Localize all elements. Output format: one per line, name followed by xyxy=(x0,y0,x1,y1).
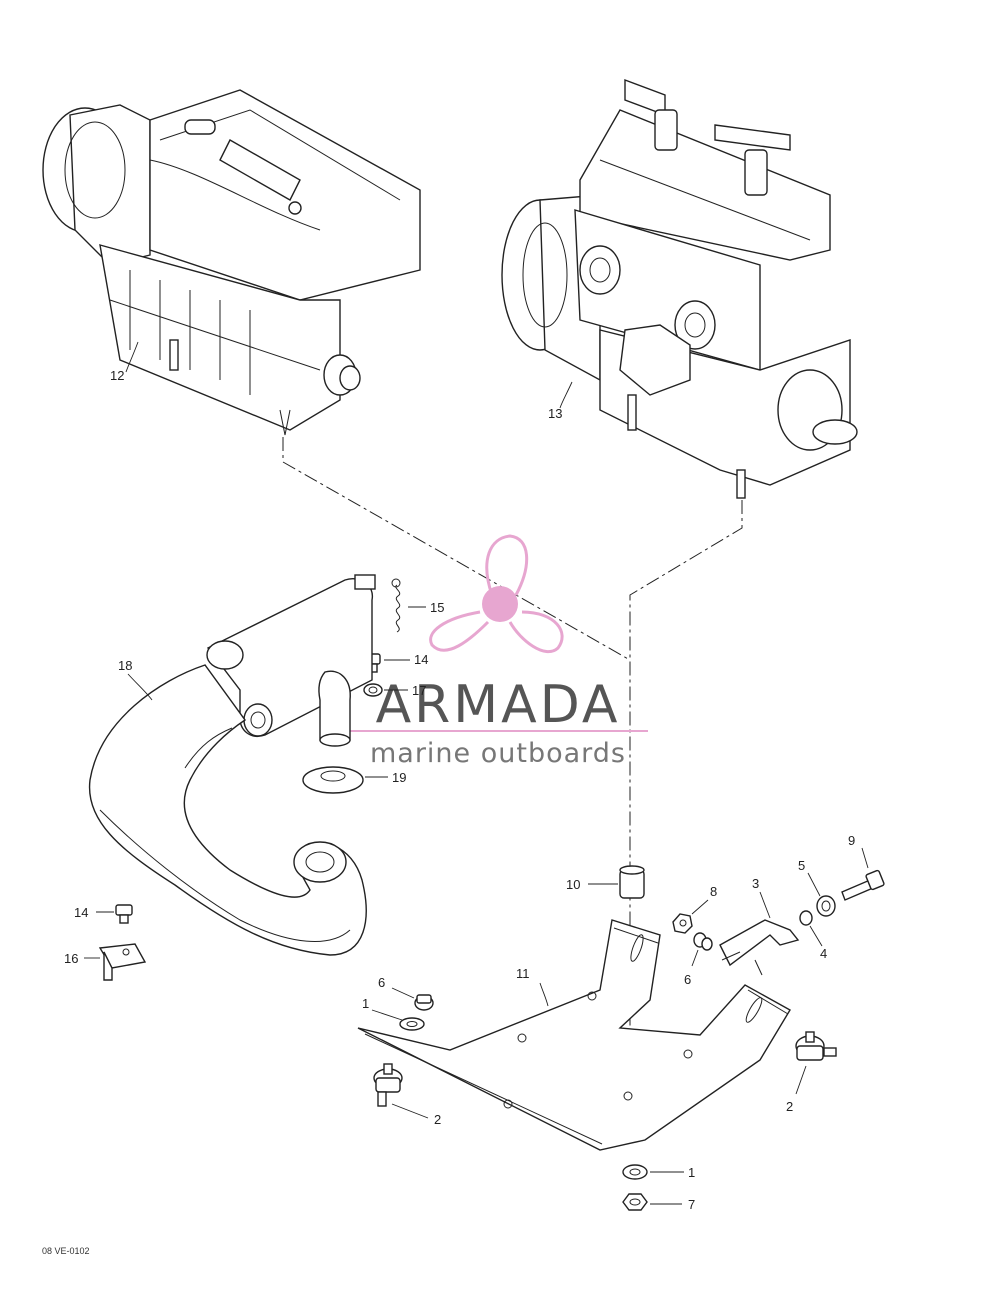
callout-14-upper: 14 xyxy=(414,652,428,667)
callout-1-bottom: 1 xyxy=(688,1165,695,1180)
figure-code: 08 VE-0102 xyxy=(42,1246,90,1256)
bolt-9 xyxy=(841,869,885,901)
callout-19: 19 xyxy=(392,770,406,785)
brand-name: ARMADA xyxy=(376,675,621,735)
rubber-mount-2-left xyxy=(373,1063,403,1107)
washer-5 xyxy=(816,895,836,917)
spacer-4 xyxy=(799,910,813,926)
callout-5: 5 xyxy=(798,858,805,873)
callout-14-lower: 14 xyxy=(74,905,88,920)
callout-6-left: 6 xyxy=(378,975,385,990)
screw-14-lower xyxy=(115,904,133,924)
nut-7 xyxy=(622,1193,648,1211)
lock-washer-6-right xyxy=(693,932,713,951)
bracket-3 xyxy=(719,919,800,976)
callout-2-left: 2 xyxy=(434,1112,441,1127)
washer-1-bottom xyxy=(622,1164,648,1180)
callout-6-right: 6 xyxy=(684,972,691,987)
callout-1-left: 1 xyxy=(362,996,369,1011)
spacer-10 xyxy=(619,865,645,899)
callout-8: 8 xyxy=(710,884,717,899)
brand-tagline: marine outboards xyxy=(370,738,626,769)
lock-washer-6-left xyxy=(414,994,434,1011)
engine-13 xyxy=(501,78,858,499)
callout-3: 3 xyxy=(752,876,759,891)
callout-2-right: 2 xyxy=(786,1099,793,1114)
callout-9: 9 xyxy=(848,833,855,848)
callout-13: 13 xyxy=(548,406,562,421)
callout-4: 4 xyxy=(820,946,827,961)
rubber-mount-2-right xyxy=(795,1031,837,1061)
callout-16: 16 xyxy=(64,951,78,966)
callout-15: 15 xyxy=(430,600,444,615)
callout-12: 12 xyxy=(110,368,124,383)
callout-7: 7 xyxy=(688,1197,695,1212)
seal-19 xyxy=(302,766,364,794)
mounting-plate-11 xyxy=(357,919,791,1151)
grommet-17 xyxy=(363,683,383,697)
engine-12 xyxy=(42,89,421,436)
callout-18: 18 xyxy=(118,658,132,673)
callout-17: 17 xyxy=(412,683,426,698)
armada-logo xyxy=(429,534,564,654)
exhaust-pipe-18 xyxy=(88,574,376,956)
callout-11: 11 xyxy=(516,966,530,981)
washer-1-left xyxy=(399,1017,425,1031)
bracket-16 xyxy=(98,943,147,981)
callout-10: 10 xyxy=(566,877,580,892)
nut-8 xyxy=(672,913,693,934)
spring-15 xyxy=(391,578,401,633)
